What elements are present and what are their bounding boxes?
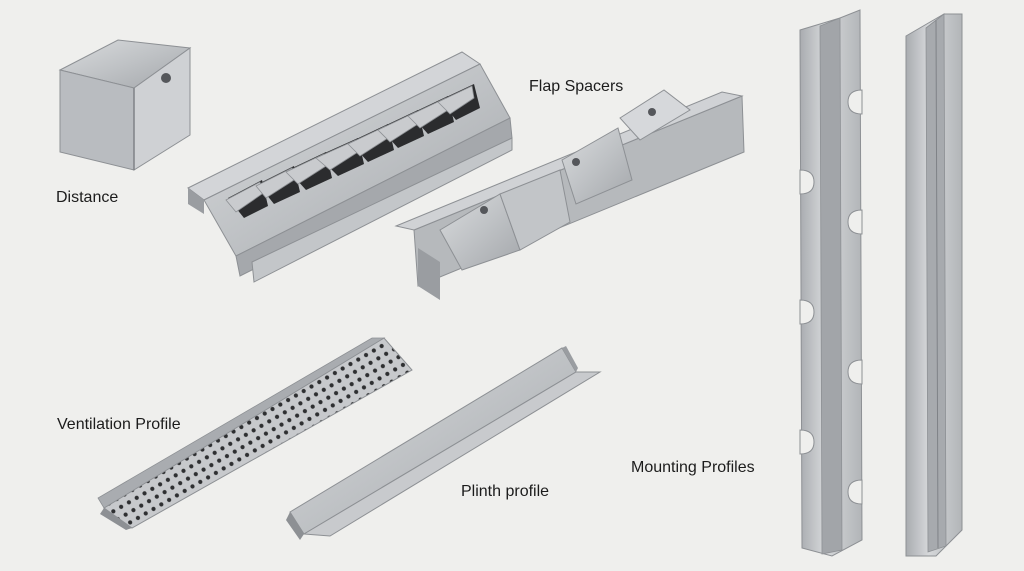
mounting-profile-plain [905, 13, 963, 557]
ventilation-profile [97, 337, 413, 530]
label-distance: Distance [56, 189, 119, 206]
slotted-profile [187, 51, 513, 283]
distance-bracket [58, 39, 192, 171]
label-flap-spacers: Flap Spacers [529, 78, 624, 95]
label-ventilation-profile: Ventilation Profile [57, 416, 181, 433]
plinth-profile [286, 346, 602, 540]
flap-spacers [394, 89, 745, 300]
label-mounting-profiles: Mounting Profiles [631, 459, 755, 476]
label-plinth-profile: Plinth profile [461, 483, 550, 500]
mounting-profile-notched [799, 9, 863, 557]
